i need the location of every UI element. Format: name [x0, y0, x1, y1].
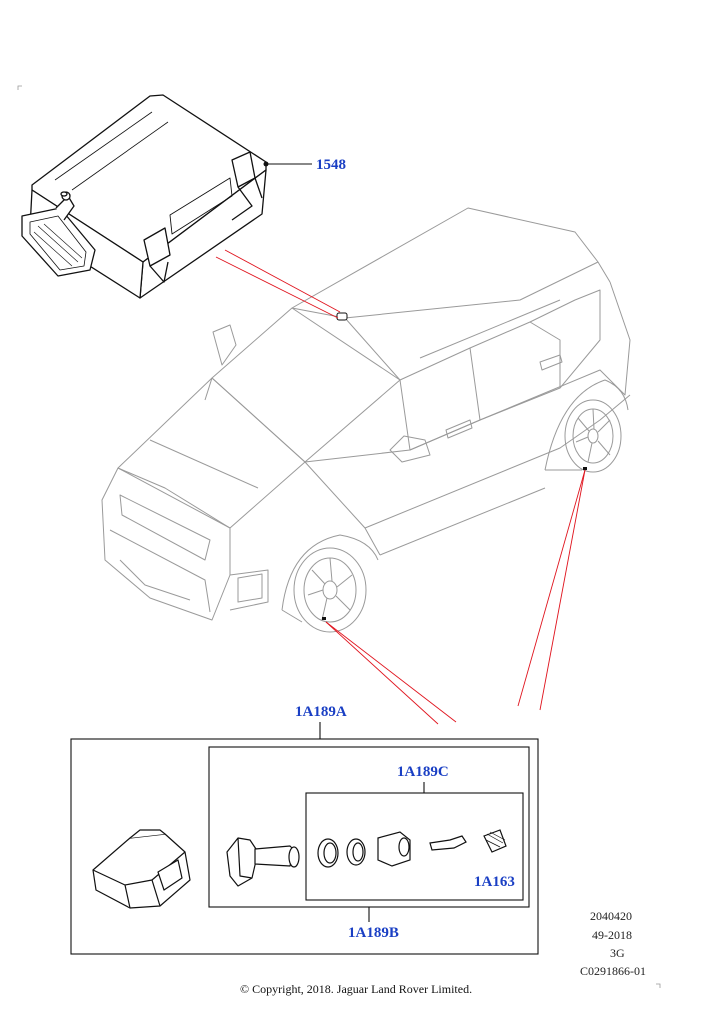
meta-line-2: 49-2018 — [592, 928, 632, 942]
rear-wheel-sensor-marker — [583, 467, 587, 470]
callout-1a189c[interactable]: 1A189C — [397, 764, 449, 780]
leader-1548 — [263, 161, 312, 167]
corner-mark — [656, 983, 661, 988]
front-wheel-sensor-marker — [322, 617, 326, 620]
vehicle-illustration — [101, 207, 631, 633]
module-location-marker — [336, 312, 348, 321]
meta-line-1: 2040420 — [590, 909, 632, 923]
valve-kit-parts[interactable] — [317, 829, 507, 868]
callout-1a163[interactable]: 1A163 — [474, 874, 515, 890]
corner-mark — [17, 85, 22, 90]
copyright-notice: © Copyright, 2018. Jaguar Land Rover Lim… — [240, 982, 473, 996]
callout-1a189b[interactable]: 1A189B — [348, 925, 399, 941]
tpms-sensor-with-valve[interactable] — [226, 837, 300, 887]
red-leader-lines — [215, 249, 586, 725]
callout-1548[interactable]: 1548 — [316, 157, 346, 173]
callout-1a189a[interactable]: 1A189A — [295, 704, 347, 720]
component-boxes — [70, 722, 539, 955]
meta-line-4: C0291866-01 — [580, 964, 646, 978]
tpms-sensor[interactable] — [92, 829, 191, 909]
tpms-control-module[interactable] — [21, 94, 267, 299]
meta-line-3: 3G — [610, 946, 625, 960]
